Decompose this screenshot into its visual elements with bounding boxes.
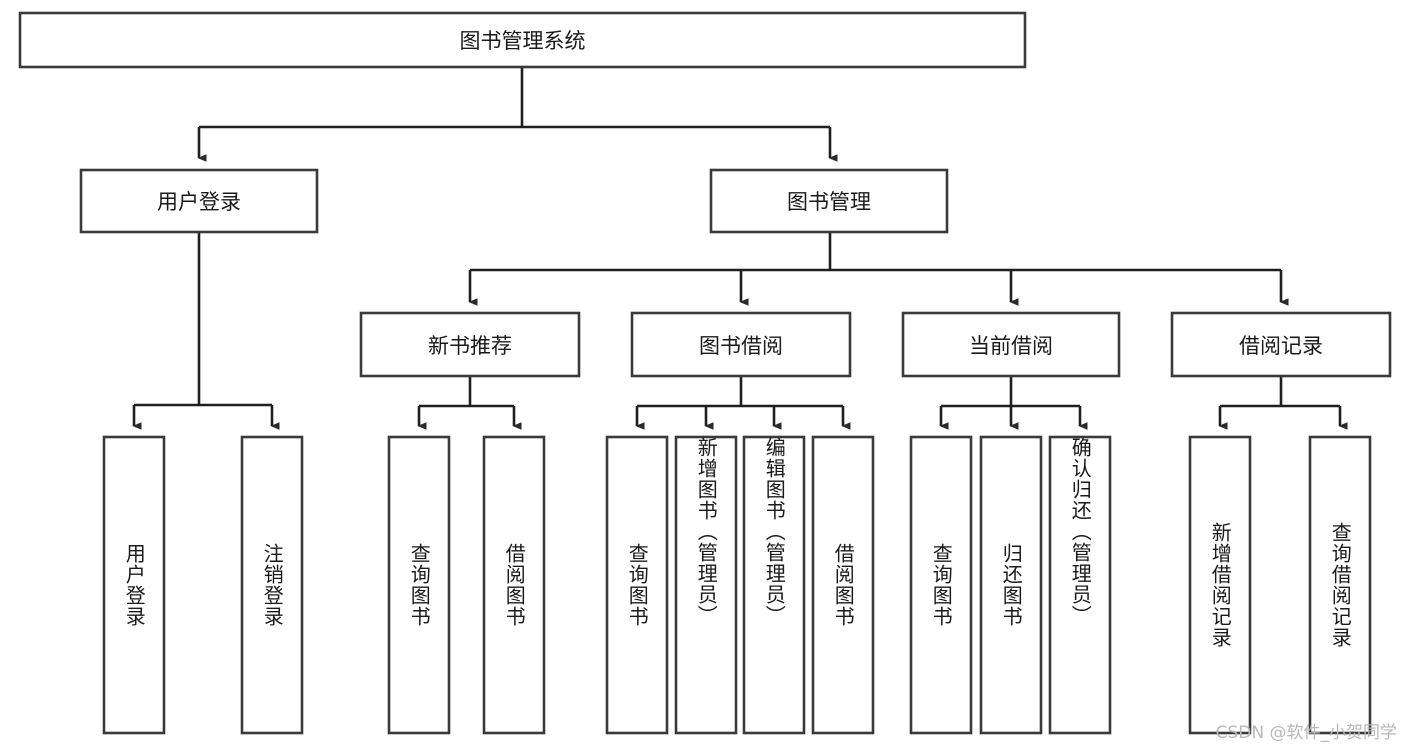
node-box-leaf-add-record[interactable] bbox=[1188, 435, 1252, 735]
node-box-new-book-recommend[interactable] bbox=[359, 311, 581, 378]
node-box-leaf-query-book-2[interactable] bbox=[605, 435, 669, 735]
node-box-leaf-return-book[interactable] bbox=[979, 435, 1043, 735]
node-box-leaf-confirm-return[interactable] bbox=[1048, 435, 1112, 735]
node-box-book-manage[interactable] bbox=[709, 168, 949, 234]
node-box-leaf-edit-book[interactable] bbox=[742, 435, 806, 735]
node-box-title[interactable] bbox=[18, 11, 1027, 69]
connector-book-manage-to-level3 bbox=[468, 232, 1289, 306]
node-box-user-login[interactable] bbox=[79, 168, 319, 234]
node-box-leaf-borrow-book-2[interactable] bbox=[811, 435, 875, 735]
connector-current-borrow-to-leaves bbox=[939, 376, 1088, 430]
connector-user-login-to-leaves bbox=[132, 232, 280, 430]
connector-book-borrow-to-leaves bbox=[635, 376, 851, 430]
node-box-leaf-query-book-3[interactable] bbox=[909, 435, 973, 735]
node-box-leaf-user-logout[interactable] bbox=[240, 435, 304, 735]
node-box-leaf-query-book-1[interactable] bbox=[387, 435, 451, 735]
node-box-leaf-user-login[interactable] bbox=[102, 435, 166, 735]
node-box-book-borrow[interactable] bbox=[630, 311, 852, 378]
node-box-leaf-query-record[interactable] bbox=[1308, 435, 1372, 735]
node-box-current-borrow[interactable] bbox=[901, 311, 1121, 378]
connector-borrow-record-to-leaves bbox=[1218, 376, 1348, 430]
node-box-leaf-borrow-book-1[interactable] bbox=[482, 435, 546, 735]
connector-new-book-recommend-to-leaves bbox=[417, 376, 522, 430]
node-box-borrow-record[interactable] bbox=[1170, 311, 1392, 378]
node-box-leaf-add-book[interactable] bbox=[674, 435, 738, 735]
connector-root-to-level2 bbox=[197, 67, 838, 162]
